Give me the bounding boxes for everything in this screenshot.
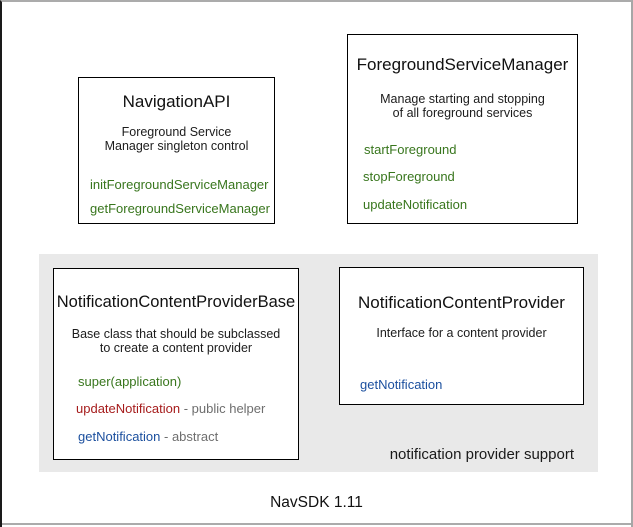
method-getForegroundServiceManager: getForegroundServiceManager: [90, 201, 270, 216]
box-title-foreground-service-manager: ForegroundServiceManager: [356, 55, 569, 74]
method-initForegroundServiceManager: initForegroundServiceManager: [90, 177, 268, 192]
box-description-line: to create a content provider: [99, 341, 253, 355]
box-description-line: Manager singleton control: [104, 139, 249, 153]
box-description-line: Interface for a content provider: [376, 326, 547, 340]
method-name: getNotification: [78, 429, 161, 444]
diagram-caption: NavSDK 1.11: [270, 494, 363, 511]
box-title-navigation-api: NavigationAPI: [122, 92, 231, 111]
method-name: updateNotification: [363, 197, 468, 212]
box-title-notification-content-provider-base: NotificationContentProviderBase: [56, 293, 296, 311]
method-super-application: super(application): [78, 374, 181, 389]
class-box-notification-content-provider-base: NotificationContentProviderBase Base cla…: [53, 268, 299, 460]
box-description-line: Manage starting and stopping: [380, 92, 545, 106]
box-description-line: of all foreground services: [392, 106, 533, 120]
method-startForeground: startForeground: [364, 142, 457, 157]
class-box-notification-content-provider: NotificationContentProvider Interface fo…: [339, 267, 584, 405]
method-name: super(application): [78, 374, 182, 389]
box-description-line: Base class that should be subclassed: [71, 327, 281, 341]
method-stopForeground: stopForeground: [363, 169, 455, 184]
bottom-border-line: [2, 523, 631, 525]
box-description: Base class that should be subclassed to …: [54, 327, 298, 355]
class-box-navigation-api: NavigationAPI Foreground Service Manager…: [78, 77, 275, 224]
box-title-notification-content-provider: NotificationContentProvider: [358, 293, 565, 312]
box-description: Manage starting and stopping of all fore…: [348, 92, 577, 120]
method-suffix: - abstract: [160, 429, 219, 444]
method-name: startForeground: [364, 142, 457, 157]
box-description-line: Foreground Service: [121, 125, 232, 139]
method-suffix: - public helper: [180, 401, 266, 416]
method-name: initForegroundServiceManager: [90, 177, 269, 192]
method-updateNotification: updateNotification - public helper: [76, 401, 265, 416]
method-name: getForegroundServiceManager: [90, 201, 270, 216]
box-description: Interface for a content provider: [340, 326, 583, 340]
method-name: getNotification: [360, 377, 443, 392]
method-updateNotification: updateNotification: [363, 197, 467, 212]
class-box-foreground-service-manager: ForegroundServiceManager Manage starting…: [347, 34, 578, 224]
method-name: updateNotification: [76, 401, 181, 416]
method-getNotification: getNotification: [360, 377, 442, 392]
method-getNotification: getNotification - abstract: [78, 429, 218, 444]
method-name: stopForeground: [363, 169, 455, 184]
box-description: Foreground Service Manager singleton con…: [79, 125, 274, 153]
panel-label: notification provider support: [389, 446, 574, 463]
